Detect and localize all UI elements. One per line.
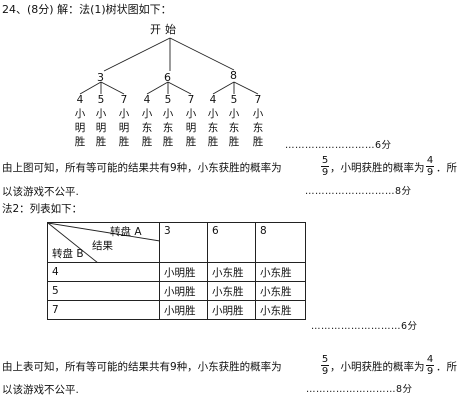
table-col-header: 3 — [159, 222, 208, 263]
corner-label-result: 结果 — [92, 240, 113, 252]
fraction-five-ninths: 5 9 — [320, 354, 330, 377]
fraction-denominator: 9 — [321, 167, 329, 178]
table-row: 4 小明胜 小东胜 小东胜 — [47, 262, 306, 282]
table-row-header: 5 — [47, 281, 160, 301]
conclusion-text: ，小明获胜的概率为 — [330, 361, 425, 373]
tree-outcome: 小东胜 — [162, 108, 174, 148]
fraction-bar — [426, 365, 434, 366]
tree-leaf-number: 5 — [230, 94, 238, 106]
table-cell: 小东胜 — [255, 281, 306, 301]
method-2-title: 法2：列表如下： — [2, 203, 83, 215]
fraction-five-ninths: 5 9 — [320, 155, 330, 178]
conclusion-1-text: 由上图可知，所有等可能的结果共有9种，小东获胜的概率为 — [2, 163, 282, 174]
table-header-row: 转盘 A 结果 转盘 B 3 6 8 — [47, 222, 306, 263]
tree-node-a8: 8 — [230, 69, 237, 82]
fraction-four-ninths: 4 9 — [425, 155, 435, 178]
fraction-numerator: 4 — [426, 155, 434, 166]
tree-leaf-number: 5 — [97, 94, 105, 106]
fraction-numerator: 5 — [321, 354, 329, 365]
tree-outcome: 小东胜 — [252, 108, 264, 148]
table-row: 7 小明胜 小明胜 小东胜 — [47, 300, 306, 320]
fraction-numerator: 5 — [321, 155, 329, 166]
table-corner-cell: 转盘 A 结果 转盘 B — [47, 222, 160, 263]
fraction-bar — [321, 166, 329, 167]
conclusion-text: ，小明获胜的概率为 — [330, 162, 425, 174]
table-col-header: 6 — [207, 222, 256, 263]
fraction-bar — [426, 166, 434, 167]
score-marker: ………………………8分 — [306, 384, 413, 395]
tree-leaf-number: 7 — [187, 94, 195, 106]
fraction-numerator: 4 — [426, 354, 434, 365]
score-marker: ………………………8分 — [305, 186, 412, 197]
tree-outcome: 小东胜 — [228, 108, 240, 148]
tree-outcome: 小东胜 — [141, 108, 153, 148]
tree-leaf-number: 7 — [254, 94, 262, 106]
tree-outcome: 小东胜 — [207, 108, 219, 148]
tree-lines — [79, 37, 259, 95]
conclusion-text: 由上图可知，所有等可能的结果共有9种，小东获胜的概率为 — [2, 162, 282, 174]
table-cell: 小明胜 — [159, 262, 208, 282]
fraction-denominator: 9 — [426, 366, 434, 377]
corner-diagonals — [48, 223, 160, 263]
table-row-header: 4 — [47, 262, 160, 282]
corner-label-a: 转盘 A — [110, 226, 142, 238]
result-table: 转盘 A 结果 转盘 B 3 6 8 4 小明胜 小东胜 小东胜 5 小明胜 小… — [47, 222, 306, 320]
tree-outcome: 小明胜 — [74, 108, 86, 148]
table-cell: 小东胜 — [255, 262, 306, 282]
conclusion-text: ．所 — [436, 361, 457, 373]
score-marker: ………………………6分 — [285, 140, 392, 151]
tree-outcome: 小明胜 — [118, 108, 130, 148]
table-col-header: 8 — [255, 222, 306, 263]
tree-outcome: 小明胜 — [95, 108, 107, 148]
tree-node-a3: 3 — [97, 71, 104, 84]
tree-node-a6: 6 — [164, 71, 171, 84]
conclusion-text: ．所 — [436, 162, 457, 174]
tree-leaf-number: 4 — [143, 94, 151, 106]
tree-leaf-number: 4 — [209, 94, 217, 106]
corner-label-b: 转盘 B — [52, 248, 84, 260]
table-cell: 小明胜 — [159, 281, 208, 301]
problem-header: 24、(8分) 解：法(1)树状图如下： — [2, 3, 172, 16]
fraction-denominator: 9 — [426, 167, 434, 178]
tree-leaf-number: 5 — [164, 94, 172, 106]
table-cell: 小东胜 — [255, 300, 306, 320]
conclusion-line-2: 以该游戏不公平. — [2, 186, 79, 198]
tree-leaf-number: 7 — [120, 94, 128, 106]
tree-outcome: 小明胜 — [185, 108, 197, 148]
fraction-denominator: 9 — [321, 366, 329, 377]
fraction-four-ninths: 4 9 — [425, 354, 435, 377]
tree-leaf-number: 4 — [76, 94, 84, 106]
conclusion-2-text: 由上表可知，所有等可能的结果共有9种，小东获胜的概率为 — [2, 361, 282, 373]
table-cell: 小东胜 — [207, 262, 256, 282]
table-cell: 小明胜 — [207, 300, 256, 320]
table-row-header: 7 — [47, 300, 160, 320]
tree-root: 开始 — [150, 23, 180, 36]
table-cell: 小东胜 — [207, 281, 256, 301]
table-row: 5 小明胜 小东胜 小东胜 — [47, 281, 306, 301]
fraction-bar — [321, 365, 329, 366]
table-cell: 小明胜 — [159, 300, 208, 320]
score-marker: ………………………6分 — [311, 321, 418, 332]
conclusion-line-2: 以该游戏不公平. — [2, 384, 79, 396]
